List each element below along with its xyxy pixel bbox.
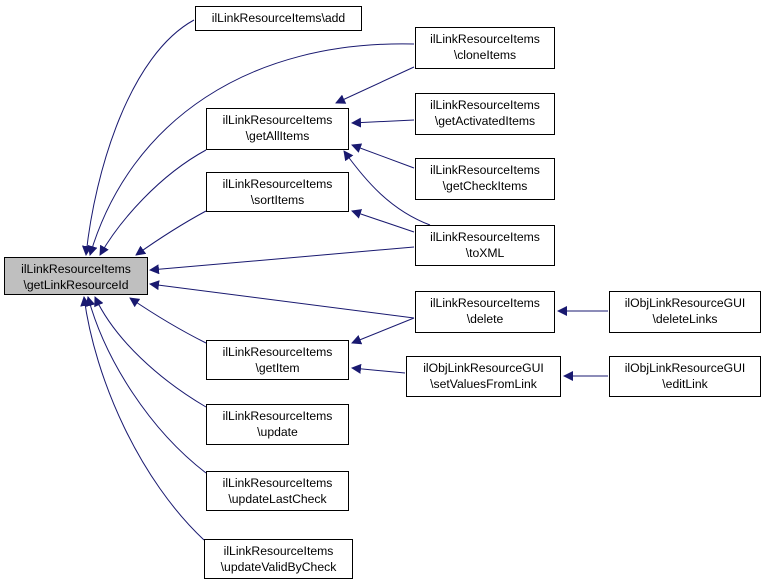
- node-sortitems[interactable]: ilLinkResourceItems \sortItems: [206, 172, 349, 212]
- node-label-line2: \update: [257, 425, 298, 439]
- edge-getAllItems-to-root: [99, 149, 207, 256]
- node-label-line1: ilObjLinkResourceGUI: [423, 361, 544, 375]
- node-label-line2: \delete: [466, 312, 504, 326]
- node-label-line1: ilLinkResourceItems: [222, 113, 333, 127]
- edge-toXML-to-root: [149, 246, 415, 275]
- node-label-line2: \updateValidByCheck: [220, 560, 337, 574]
- edge-getActivatedItems-to-getAllItems: [351, 117, 415, 128]
- node-setvaluesfromlink[interactable]: ilObjLinkResourceGUI \setValuesFromLink: [406, 356, 561, 397]
- edge-cloneItems-to-root: [87, 43, 415, 256]
- node-label-line2: \setValuesFromLink: [430, 377, 537, 391]
- node-label-line1: ilLinkResourceItems: [222, 177, 333, 191]
- edge-setValuesFromLink-to-getItem: [351, 363, 406, 374]
- node-label-line1: ilLinkResourceItems: [222, 409, 333, 423]
- node-label-line1: ilLinkResourceItems\add: [211, 11, 346, 25]
- node-delete[interactable]: ilLinkResourceItems \delete: [415, 291, 555, 333]
- node-label-line1: ilLinkResourceItems: [223, 544, 334, 558]
- node-label-line2: \getAllItems: [245, 129, 310, 143]
- node-label-line1: ilObjLinkResourceGUI: [624, 361, 746, 375]
- node-getitem[interactable]: ilLinkResourceItems \getItem: [206, 340, 349, 380]
- node-label-line2: \cloneItems: [453, 48, 517, 62]
- edge-cloneItems-to-getAllItems: [335, 66, 415, 104]
- node-label-line1: ilLinkResourceItems: [430, 32, 540, 46]
- node-updatelastcheck[interactable]: ilLinkResourceItems \updateLastCheck: [206, 471, 349, 511]
- node-getactivateditems[interactable]: ilLinkResourceItems \getActivatedItems: [415, 93, 555, 135]
- node-update[interactable]: ilLinkResourceItems \update: [206, 404, 349, 445]
- node-label-line1: ilObjLinkResourceGUI: [624, 296, 746, 310]
- node-label-line2: \getCheckItems: [442, 179, 528, 193]
- node-label-line2: \getItem: [255, 361, 300, 375]
- node-updatevalidbycheck[interactable]: ilLinkResourceItems \updateValidByCheck: [204, 539, 353, 579]
- node-toxml[interactable]: ilLinkResourceItems \toXML: [415, 225, 555, 266]
- node-label-line1: ilLinkResourceItems: [430, 230, 540, 244]
- node-label-line1: ilLinkResourceItems: [430, 98, 540, 112]
- node-label-line2: \deleteLinks: [652, 312, 718, 326]
- edge-update-to-root: [94, 296, 207, 408]
- node-label-line2: \sortItems: [250, 193, 305, 207]
- node-getlinkresourceid[interactable]: ilLinkResourceItems \getLinkResourceId: [4, 257, 148, 295]
- edge-delete-to-root: [149, 280, 415, 319]
- edge-add-to-root: [81, 19, 195, 256]
- node-cloneitems[interactable]: ilLinkResourceItems \cloneItems: [415, 27, 555, 69]
- node-label-line1: ilLinkResourceItems: [430, 163, 540, 177]
- node-label-line2: \editLink: [662, 377, 708, 391]
- node-getallitems[interactable]: ilLinkResourceItems \getAllItems: [206, 108, 349, 150]
- edge-updateLastCheck-to-root: [85, 296, 207, 474]
- node-label-line1: ilLinkResourceItems: [222, 345, 333, 359]
- edge-delete-to-getItem: [351, 317, 415, 345]
- node-editlink[interactable]: ilObjLinkResourceGUI \editLink: [609, 356, 761, 397]
- edge-sortItems-to-root: [135, 210, 207, 256]
- node-label-line2: \getActivatedItems: [434, 114, 536, 128]
- node-label-line2: \updateLastCheck: [228, 492, 327, 506]
- node-label-line2: \toXML: [465, 246, 505, 260]
- node-label-line1: ilLinkResourceItems: [21, 262, 131, 276]
- node-label-line2: \getLinkResourceId: [23, 278, 129, 292]
- node-add[interactable]: ilLinkResourceItems\add: [195, 6, 362, 31]
- edge-getCheckItems-to-getAllItems: [351, 143, 415, 169]
- node-label-line1: ilLinkResourceItems: [430, 296, 540, 310]
- node-deletelinks[interactable]: ilObjLinkResourceGUI \deleteLinks: [609, 291, 761, 333]
- edge-toXML-to-getAllItems: [343, 150, 431, 226]
- node-label-line1: ilLinkResourceItems: [222, 476, 333, 490]
- node-getcheckitems[interactable]: ilLinkResourceItems \getCheckItems: [415, 158, 555, 200]
- edge-updateValidByCheck-to-root: [80, 296, 205, 541]
- edge-getItem-to-root: [129, 297, 207, 344]
- edge-toXML-to-sortItems: [351, 209, 415, 233]
